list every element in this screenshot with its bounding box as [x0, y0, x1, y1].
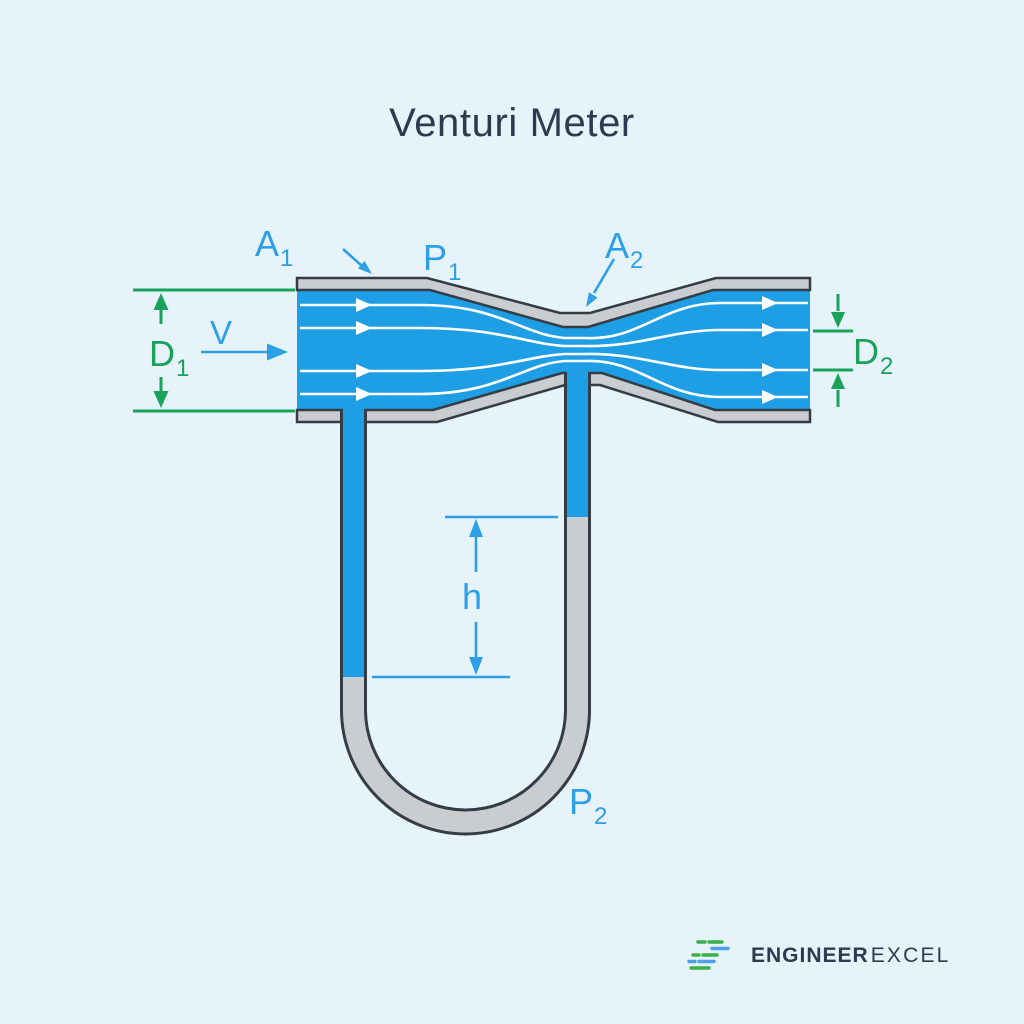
d2-arrow-up-icon [831, 373, 845, 389]
a2-pointer-icon [586, 292, 598, 307]
pipe-wall-top [295, 276, 812, 329]
streamline-arrow-icon [762, 323, 778, 337]
a1-pointer-icon [358, 261, 372, 274]
brand-logo-text: ENGINEEREXCEL [751, 944, 951, 968]
streamline-arrow-icon [762, 390, 778, 404]
label-v-base: V [210, 314, 233, 351]
h-arrow-up-icon [469, 519, 483, 537]
label-p2: P2 [569, 781, 607, 829]
dimension-d2 [813, 294, 853, 407]
streamline-3 [300, 352, 808, 373]
label-v: V [210, 316, 232, 349]
a2-pointer [586, 258, 616, 307]
label-a1-base: A [255, 223, 280, 264]
streamline-arrow-icon [762, 363, 778, 377]
label-p1-base: P [423, 237, 448, 278]
label-d1: D1 [149, 333, 189, 381]
streamline-arrow-icon [356, 387, 372, 401]
label-d2-base: D [853, 331, 879, 372]
manometer [340, 370, 591, 836]
label-a2-base: A [605, 225, 630, 266]
velocity-arrow [201, 343, 288, 361]
label-d2-sub: 2 [880, 353, 894, 380]
brand-name-bold: ENGINEER [751, 944, 869, 967]
label-a2: A2 [605, 225, 643, 273]
d1-arrow-up-icon [153, 293, 169, 310]
label-a1-sub: 1 [280, 245, 294, 272]
label-p2-base: P [569, 781, 594, 822]
streamlines [300, 296, 808, 404]
label-p1-sub: 1 [448, 259, 462, 286]
a1-pointer-shaft [342, 248, 363, 267]
dimension-h [372, 515, 558, 679]
a1-pointer [342, 248, 372, 274]
d1-arrow-down-icon [153, 391, 169, 408]
label-h: h [462, 579, 482, 615]
streamline-arrow-icon [356, 298, 372, 312]
label-p1: P1 [423, 237, 461, 285]
d2-arrow-down-icon [831, 312, 845, 328]
streamline-1 [300, 301, 808, 340]
streamline-2 [300, 326, 808, 348]
label-a2-sub: 2 [630, 247, 644, 274]
streamline-arrow-icon [356, 321, 372, 335]
streamline-4 [300, 359, 808, 399]
label-d1-base: D [149, 333, 175, 374]
brand-name-light: EXCEL [870, 944, 951, 967]
pipe-wall-bottom [295, 371, 812, 424]
label-h-base: h [462, 576, 483, 617]
h-arrow-down-icon [469, 657, 483, 675]
pipe-fluid [297, 290, 810, 410]
a2-pointer-shaft [592, 258, 616, 294]
streamline-arrow-icon [356, 364, 372, 378]
label-a1: A1 [255, 223, 293, 271]
page-title: Venturi Meter [389, 101, 635, 145]
brand-logo: ENGINEEREXCEL [686, 938, 951, 974]
label-d1-sub: 1 [176, 355, 190, 382]
brand-logo-icon [687, 940, 730, 970]
v-arrow-icon [267, 343, 288, 361]
manometer-tube [343, 372, 588, 833]
streamline-arrow-icon [762, 296, 778, 310]
label-p2-sub: 2 [594, 803, 608, 830]
label-d2: D2 [853, 331, 893, 379]
dimension-d1 [133, 288, 295, 413]
